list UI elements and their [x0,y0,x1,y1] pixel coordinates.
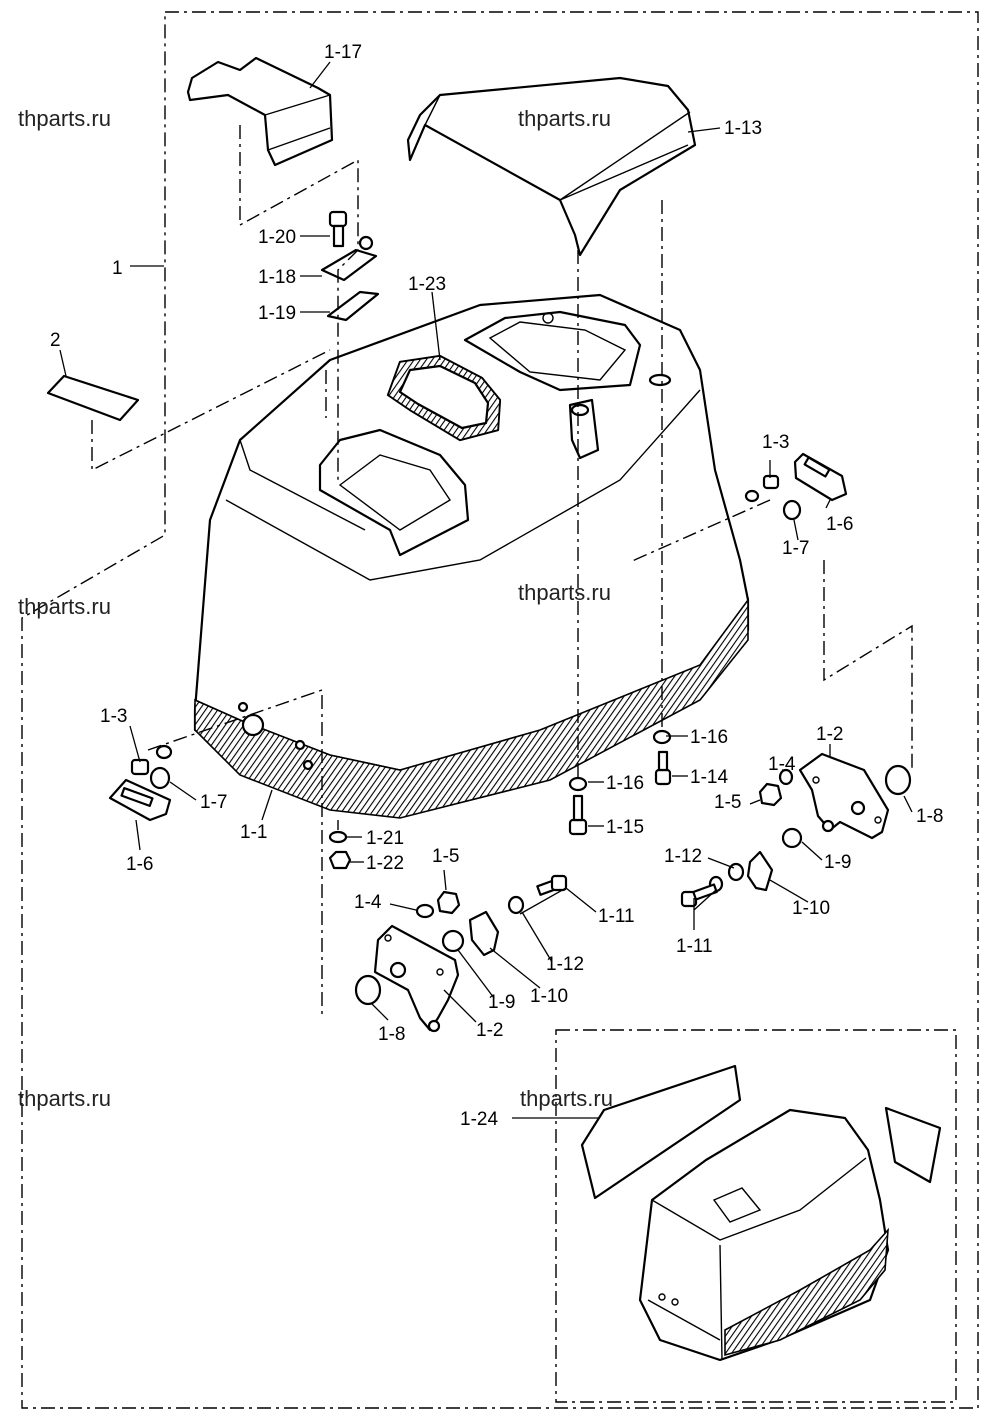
label-1-9-left: 1-9 [488,992,515,1013]
watermark: thparts.ru [18,106,111,131]
label-1-3-right: 1-3 [762,432,789,453]
label-1-4-right: 1-4 [768,754,796,775]
part-1-14-bolt [654,750,672,786]
part-1-3-screw-left [130,744,173,776]
label-1-19: 1-19 [258,303,296,324]
part-1-2-bracket-right [798,752,890,840]
label-1-8-right: 1-8 [916,806,943,827]
label-1-20: 1-20 [258,227,296,248]
label-1-12-right: 1-12 [664,846,702,867]
part-1-15-bolt [568,794,588,836]
part-1-21-washer [328,830,348,844]
label-1-13: 1-13 [724,118,762,139]
part-1-23-seal [386,354,502,442]
label-1-9-right: 1-9 [824,852,851,873]
label-1-16-b: 1-16 [606,773,644,794]
part-1-19-plate [326,290,380,322]
label-1-21: 1-21 [366,828,404,849]
label-1-16-a: 1-16 [690,727,728,748]
part-1-17-cover [186,56,334,167]
part-1-22-nut [328,850,352,870]
label-1-3-left: 1-3 [100,706,127,727]
watermark: thparts.ru [520,1086,613,1111]
label-1-11-left: 1-11 [598,906,635,927]
label-1-15: 1-15 [606,817,644,838]
part-1-11-bolt-left [536,874,568,896]
watermark: thparts.ru [18,594,111,619]
part-1-24-decal-set [580,1064,942,1362]
part-1-10-cam-right [746,850,774,892]
part-1-7-ring-right [782,499,802,521]
part-1-3-screw-right [744,474,780,503]
part-1-8-ring-left [354,974,382,1006]
label-1-10-right: 1-10 [792,898,830,919]
part-1-10-cam-left [468,910,500,957]
part-1-18-clip [320,235,378,282]
part-1-9-spacer-left [441,929,465,953]
part-1-8-ring-right [884,764,912,796]
label-1-11-right: 1-11 [676,936,713,957]
label-1-22: 1-22 [366,853,404,874]
label-1-4-left: 1-4 [354,892,382,913]
part-1-13-top-cover [406,76,697,257]
leader-lines [59,61,913,1119]
label-1-5-left: 1-5 [432,846,459,867]
label-1-8-left: 1-8 [378,1024,405,1045]
part-1-4-washer-left [415,903,435,919]
part-1-12-washer-left [507,895,525,915]
label-2: 2 [50,330,61,351]
part-1-9-spacer-right [781,827,803,849]
label-1-2-left: 1-2 [476,1020,503,1041]
label-1-6-right: 1-6 [826,514,853,535]
part-1-6-latch-right [793,452,848,502]
label-1-14: 1-14 [690,767,728,788]
part-1-5-nut-right [758,782,783,807]
label-1-5-right: 1-5 [714,792,741,813]
dashed-leaders [91,200,913,1015]
part-1-1-main-cowling [193,293,750,819]
label-1-10-left: 1-10 [530,986,568,1007]
part-1-16-washer-a [652,729,672,745]
part-1-20-bolt [328,210,348,248]
label-1-7-right: 1-7 [782,538,809,559]
watermark: thparts.ru [18,1086,111,1111]
part-1-16-washer-b [568,776,588,792]
part-1-6-latch-left [108,778,172,822]
part-1-5-nut-left [436,890,461,915]
watermark: thparts.ru [518,106,611,131]
label-1-17: 1-17 [324,42,362,63]
part-2-label [46,374,140,422]
watermark: thparts.ru [518,580,611,605]
label-1-2-right: 1-2 [816,724,843,745]
inset-boundary [555,1029,957,1403]
label-1-6-left: 1-6 [126,854,153,875]
label-1-7-left: 1-7 [200,792,227,813]
assembly-boundary [21,11,979,1409]
label-1-12-left: 1-12 [546,954,584,975]
part-1-11-bolt-right [680,883,718,908]
label-1-24: 1-24 [460,1109,498,1130]
part-1-7-ring-left [149,766,171,790]
part-1-2-bracket-left [373,924,460,1033]
label-1-23: 1-23 [408,274,446,295]
label-1-18: 1-18 [258,267,296,288]
label-1-1: 1-1 [240,822,267,843]
label-1: 1 [112,258,123,279]
